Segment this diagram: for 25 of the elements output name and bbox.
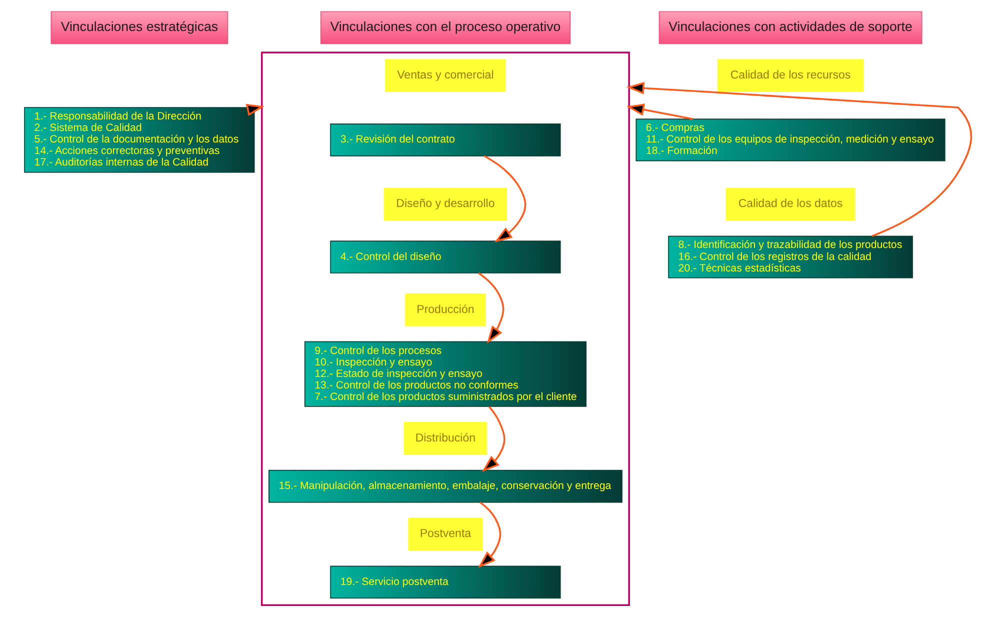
node-box: Distribución <box>403 422 487 455</box>
node-box: 19.- Servicio postventa <box>330 566 560 599</box>
arrow <box>483 155 526 242</box>
arrow <box>477 272 504 344</box>
node-box: Calidad de los datos <box>725 188 855 221</box>
node-box: 8.- Identificación y trazabilidad de los productos 16.- Control de los registros de la calidad 20.- Técnicas estadísticas <box>668 236 912 278</box>
arrow <box>245 104 264 116</box>
node-box: Vinculaciones estratégicas <box>50 11 228 44</box>
node-box: Calidad de los recursos <box>716 59 864 92</box>
node-box: Postventa <box>408 518 482 551</box>
node-box: 9.- Control de los procesos 10.- Inspección y ensayo 12.- Estado de inspección y ensayo 13.- Control de los productos no conformes 7.- Control de los productos suministrados por el cliente <box>304 341 586 407</box>
node-box: 3.- Revisión del contrato <box>330 124 560 156</box>
node-box: 15.- Manipulación, almacenamiento, embalaje, conservación y entrega <box>268 470 622 503</box>
arrow <box>626 104 693 120</box>
node-box: 6.- Compras 11.- Control de los equipos de inspección, medición y ensayo 18.- Formación <box>635 118 945 162</box>
node-box: Vinculaciones con actividades de soporte <box>658 11 922 44</box>
node-box: Ventas y comercial <box>384 59 506 92</box>
cluster <box>260 52 630 606</box>
arrow <box>478 502 501 568</box>
node-box: Diseño y desarrollo <box>383 188 507 221</box>
node-box: Vinculaciones con el proceso operativo <box>320 11 570 44</box>
node-box: Producción <box>404 293 486 326</box>
arrow <box>481 406 505 472</box>
arrow <box>626 82 972 237</box>
node-box: 4.- Control del diseño <box>330 240 560 274</box>
